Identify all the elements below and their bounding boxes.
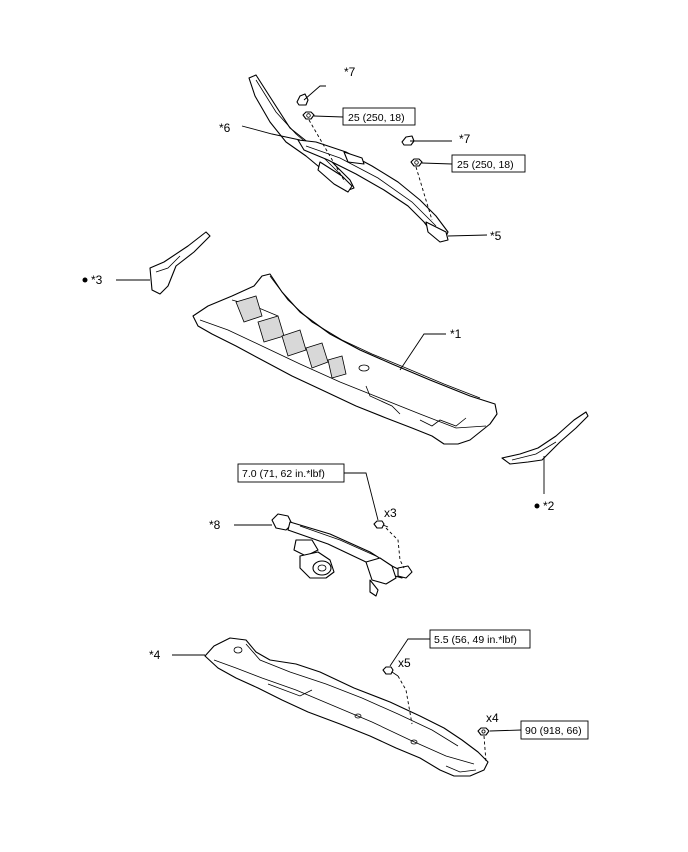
- qty-link-bolt: x3: [384, 506, 397, 520]
- cowl-louver: [192, 273, 498, 445]
- torque-panel-nut: 90 (918, 66): [525, 725, 582, 737]
- wiper-arm-left: [248, 74, 355, 193]
- leader-torque-arm-left: [313, 115, 344, 118]
- leader-c7a: [303, 85, 326, 101]
- torque-box-arm-right: [451, 154, 526, 173]
- torque-arm-left: 25 (250, 18): [348, 112, 405, 124]
- arm-nut-left-dashline: [308, 119, 346, 183]
- link-bolt-icon: [373, 520, 389, 529]
- arm-cap-left: [296, 93, 309, 106]
- wiper-arm-right: [297, 139, 449, 243]
- arm-cap-right: [401, 135, 415, 146]
- leader-torque-arm-right: [421, 162, 453, 165]
- link-bolt-dashline: [385, 527, 405, 569]
- callout-c4: *4: [149, 648, 161, 662]
- leader-c5: [447, 234, 488, 237]
- panel-nut-dashline: [483, 735, 487, 763]
- leader-c6: [241, 125, 301, 141]
- leader-torque-panel-bolt: [389, 638, 430, 667]
- torque-link-bolt: 7.0 (71, 62 in.*lbf): [242, 468, 325, 480]
- cowl-side-seal-right: [501, 411, 589, 465]
- leader-torque-link: [344, 472, 379, 521]
- callout-c5: *5: [490, 229, 502, 243]
- callout-c7a: *7: [344, 65, 356, 79]
- torque-panel-bolt: 5.5 (56, 49 in.*lbf): [434, 634, 517, 646]
- bullet-c3-icon: [82, 277, 88, 283]
- panel-bolt-icon: [382, 666, 399, 677]
- qty-panel-nut: x4: [486, 711, 499, 725]
- cowl-top-panel: [204, 637, 489, 777]
- arm-nut-left-icon: [302, 111, 315, 120]
- torque-box-panel-bolt: [429, 629, 531, 649]
- cowl-side-seal-left: [149, 231, 211, 295]
- callout-c1: *1: [450, 327, 462, 341]
- callout-c8: *8: [209, 518, 221, 532]
- callout-c3: *3: [91, 273, 103, 287]
- callout-c7b: *7: [459, 132, 471, 146]
- callout-c6: *6: [219, 121, 231, 135]
- arm-nut-right-dashline: [415, 166, 433, 221]
- leader-torque-panel-nut: [489, 729, 522, 732]
- callout-c2: *2: [543, 499, 555, 513]
- torque-box-link-bolt: [237, 463, 345, 483]
- arm-nut-right-icon: [410, 158, 423, 167]
- torque-arm-right: 25 (250, 18): [457, 159, 514, 171]
- panel-bolt-dashline: [397, 675, 413, 725]
- panel-nut-icon: [477, 727, 490, 736]
- leader-c1: [399, 333, 446, 371]
- bullet-c2-icon: [534, 503, 540, 509]
- torque-box-panel-nut: [520, 720, 589, 740]
- wiper-link-motor-assembly: [271, 513, 413, 597]
- qty-panel-bolt: x5: [398, 656, 411, 670]
- torque-box-arm-left: [342, 107, 416, 126]
